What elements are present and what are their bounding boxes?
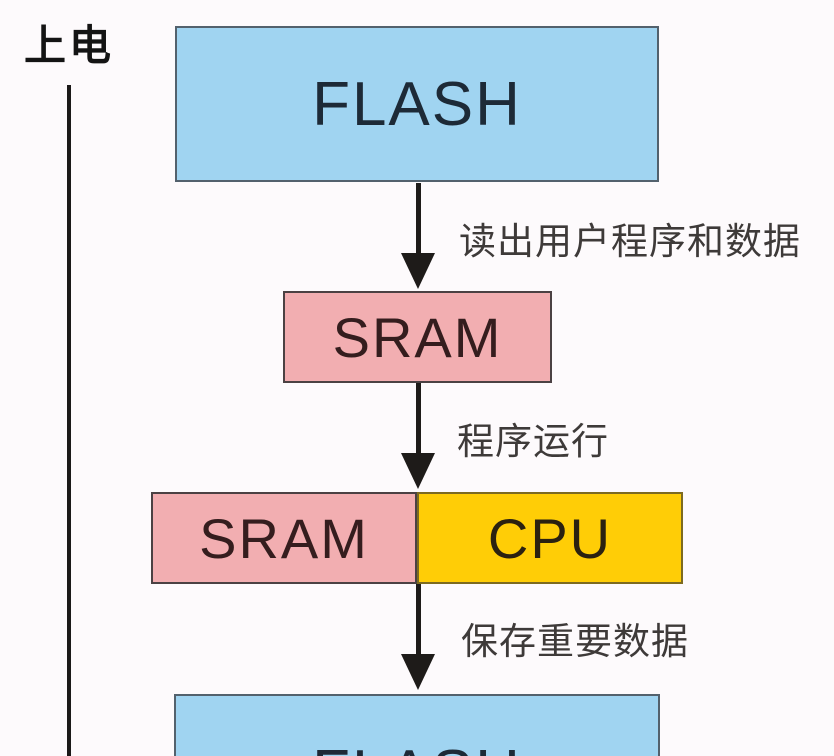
- sram-left-box: SRAM: [151, 492, 417, 584]
- arrow-2-down-arrowhead-icon: [401, 453, 435, 489]
- sram-middle-label: SRAM: [332, 305, 503, 369]
- power-on-label: 上电: [24, 22, 115, 69]
- flash-top-label: FLASH: [312, 69, 522, 139]
- sram-left-label: SRAM: [199, 506, 369, 570]
- arrow-2-shaft: [416, 383, 421, 457]
- arrow-2-label: 程序运行: [457, 421, 609, 462]
- flash-top-box: FLASH: [175, 26, 659, 182]
- arrow-1-label: 读出用户程序和数据: [459, 221, 801, 262]
- flash-bottom-label: FLASH: [312, 737, 522, 756]
- arrow-1-down-arrowhead-icon: [401, 253, 435, 289]
- cpu-box: CPU: [417, 492, 683, 584]
- power-timeline-line: [67, 85, 71, 756]
- sram-middle-box: SRAM: [283, 291, 552, 383]
- flash-bottom-box: FLASH: [174, 694, 660, 756]
- arrow-3-down-arrowhead-icon: [401, 654, 435, 690]
- cpu-label: CPU: [487, 506, 613, 570]
- arrow-1-shaft: [416, 183, 421, 257]
- arrow-3-shaft: [416, 584, 421, 658]
- arrow-3-label: 保存重要数据: [461, 621, 689, 662]
